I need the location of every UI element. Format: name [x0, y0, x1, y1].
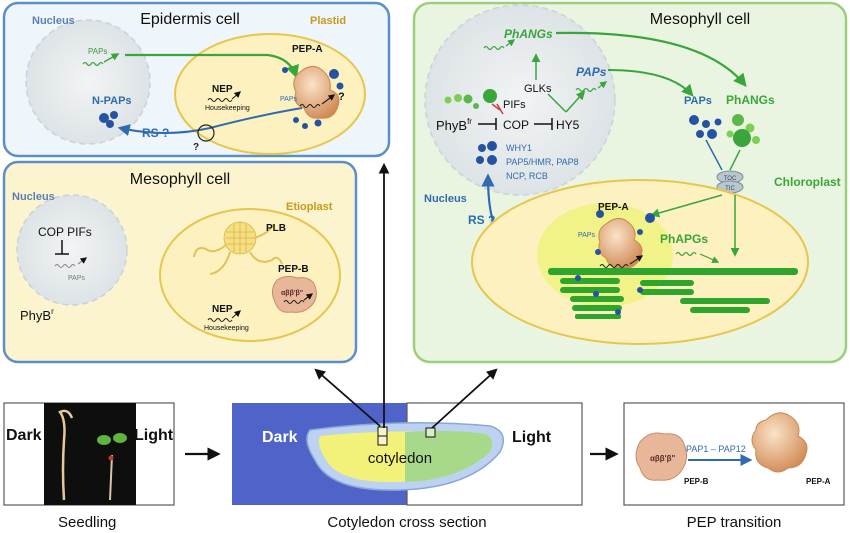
mesolight-tic: TIC: [725, 186, 735, 192]
pep-a-blob: [751, 412, 808, 473]
epidermis-cell-panel: Epidermis cell Nucleus Plastid PAPs N-PA…: [2, 1, 391, 158]
section-caption: Cotyledon cross section: [327, 514, 486, 531]
epidermis-rs-label: RS ?: [142, 126, 169, 140]
epidermis-q2: ?: [338, 91, 345, 103]
pep-b-blob: [635, 432, 688, 481]
mesolight-why1: WHY1: [506, 143, 532, 153]
mesodark-pepb-blob: [271, 275, 317, 313]
mesolight-phangs-cyto: PhANGs: [726, 93, 775, 107]
arrow-to-mesodark: [314, 368, 381, 427]
epidermis-npaps-label: N-PAPs: [92, 95, 132, 107]
epidermis-nep-label: NEP: [212, 84, 233, 95]
mesolight-hy5: HY5: [556, 118, 580, 132]
mesolight-paps-nuc: PAPs: [576, 65, 607, 79]
epidermis-q1: ?: [193, 142, 199, 153]
seedling-light: Light: [134, 427, 174, 444]
mesolight-chloroplast: Chloroplast: [774, 175, 841, 189]
mesophyll-light-panel: Mesophyll cell PhANGs GLKs PAPs PIFs Phy…: [412, 1, 848, 364]
thylakoid-stacks: [548, 268, 798, 319]
epidermis-pepa-blob: [293, 66, 340, 119]
mesolight-nucleus-label: Nucleus: [424, 193, 467, 205]
mesodark-nucleus: [16, 194, 128, 306]
seedling-dark: Dark: [6, 427, 42, 444]
mesodark-cop-pifs: COP PIFs: [38, 225, 92, 239]
mesophyll-dark-panel: Mesophyll cell Nucleus COP PIFs PAPs Phy…: [2, 160, 358, 364]
mesolight-pap5: PAP5/HMR, PAP8: [506, 157, 579, 167]
pep-caption: PEP transition: [687, 514, 782, 531]
mesolight-pifs: PIFs: [503, 99, 526, 111]
epidermis-paps-label: PAPs: [88, 47, 107, 56]
section-dark: Dark: [262, 429, 298, 446]
mesodark-title: Mesophyll cell: [130, 171, 230, 188]
epidermis-nucleus-label: Nucleus: [32, 15, 75, 27]
mesodark-pepb: PEP-B: [278, 264, 309, 275]
section-cotyledon: cotyledon: [368, 450, 432, 467]
arrow-to-mesolight: [431, 368, 498, 429]
mesolight-paps-plastid: PAPs: [578, 232, 595, 239]
mesolight-paps-cyto: PAPs: [684, 95, 712, 107]
epidermis-nucleus: [25, 19, 151, 145]
pep-b-label: PEP-B: [684, 477, 709, 486]
mesodark-nep: NEP: [212, 304, 233, 315]
pep-transition-panel: αββ'β" PEP-B PAP1 – PAP12 PEP-A PEP tran…: [623, 402, 845, 531]
epidermis-paps-inner: PAPs: [280, 96, 297, 103]
epidermis-plastid-label: Plastid: [310, 15, 346, 27]
seedling-panel: Dark Light Seedling: [3, 402, 175, 531]
mesolight-nucleus: [424, 4, 616, 196]
pep-a-label: PEP-A: [806, 477, 831, 486]
mesolight-phapgs: PhAPGs: [660, 232, 708, 246]
mesolight-phangs: PhANGs: [504, 27, 553, 41]
pep-pap-range: PAP1 – PAP12: [686, 444, 746, 454]
mesolight-glks: GLKs: [524, 83, 552, 95]
mesolight-title: Mesophyll cell: [650, 11, 750, 28]
mesolight-pepa-blob: [598, 218, 643, 269]
mesodark-phyb: PhyBr: [20, 307, 54, 323]
mesolight-pepa: PEP-A: [598, 202, 629, 213]
plb-lattice: [223, 221, 257, 255]
epidermis-pepa-label: PEP-A: [292, 44, 323, 55]
mesolight-cop: COP: [503, 118, 529, 132]
cotyledon-section-panel: Dark Light cotyledon Cotyledon cross sec…: [232, 402, 583, 531]
epidermis-gene-wave: [82, 61, 104, 67]
epidermis-title: Epidermis cell: [140, 11, 240, 28]
mesodark-nucleus-label: Nucleus: [12, 191, 55, 203]
epidermis-housekeeping-label: Housekeeping: [205, 105, 250, 112]
epidermis-rs-arrow: [117, 107, 303, 136]
pep-abb: αββ'β": [650, 454, 675, 463]
mesodark-etioplast-label: Etioplast: [286, 201, 333, 213]
seedling-caption: Seedling: [58, 514, 116, 531]
mesodark-housekeeping: Housekeeping: [204, 325, 249, 332]
mesodark-paps: PAPs: [68, 275, 85, 282]
mesodark-abb: αββ'β": [281, 290, 303, 297]
mesolight-ncp: NCP, RCB: [506, 171, 548, 181]
mesolight-toc: TOC: [724, 176, 737, 182]
mesolight-phyb: PhyBfr: [436, 117, 472, 133]
section-light: Light: [512, 429, 552, 446]
epidermis-paps-arrow: [125, 53, 299, 79]
mesodark-plb: PLB: [266, 223, 286, 234]
mesolight-rs: RS ?: [468, 213, 495, 227]
